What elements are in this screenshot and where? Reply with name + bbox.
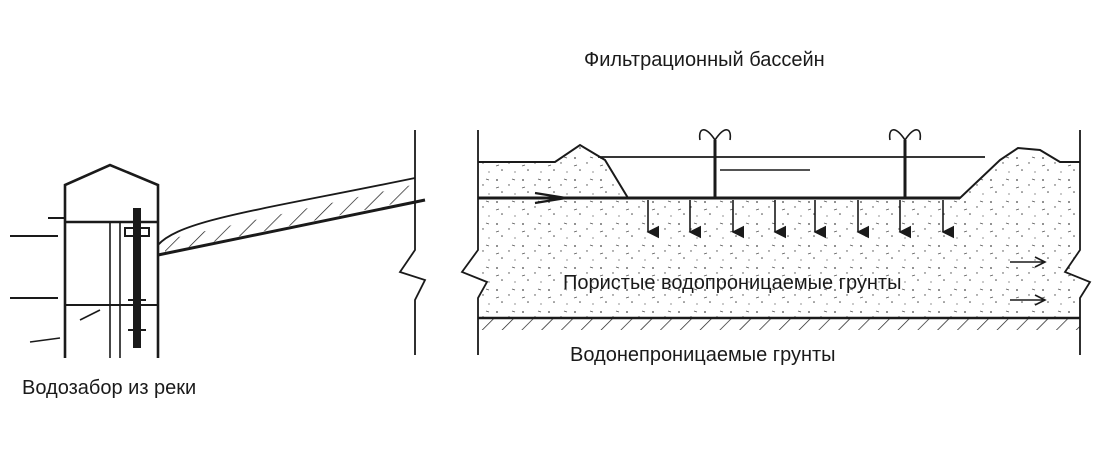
break-line-pool-right bbox=[1063, 130, 1092, 355]
break-line-left bbox=[398, 130, 427, 355]
filtration-pool-section bbox=[460, 129, 1092, 355]
inflow-arrow bbox=[534, 191, 567, 205]
seepage-arrows bbox=[646, 200, 955, 239]
pool-title-label: Фильтрационный бассейн bbox=[584, 49, 825, 71]
impermeable-soils-label: Водонепроницаемые грунты bbox=[570, 344, 836, 366]
intake-building-outline bbox=[63, 163, 160, 358]
break-line-pool-left bbox=[460, 130, 489, 355]
porous-soils-label: Пористые водопроницаемые грунты bbox=[563, 272, 902, 294]
river-intake-structure bbox=[10, 130, 427, 358]
delivery-pipe bbox=[157, 198, 426, 257]
intake-pipe bbox=[133, 208, 141, 348]
river-intake-label: Водозабор из реки bbox=[22, 377, 197, 399]
